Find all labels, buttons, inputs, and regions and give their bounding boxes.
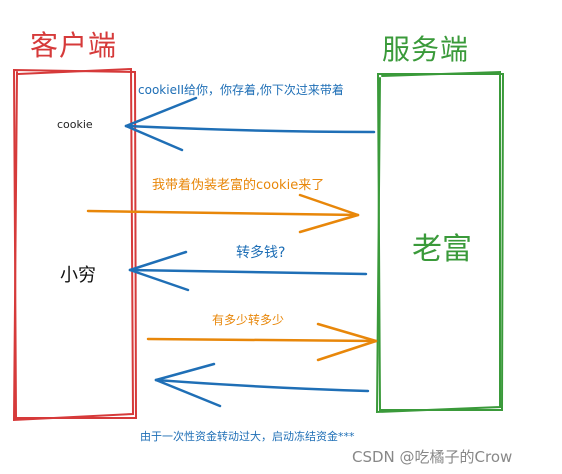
server-box bbox=[375, 70, 505, 414]
watermark: CSDN @吃橘子的Crow bbox=[352, 448, 513, 466]
message-5-label: 由于一次性资金转动过大，启动冻结资金*** bbox=[140, 430, 355, 443]
server-user-label: 老富 bbox=[412, 232, 472, 267]
arrow-2 bbox=[86, 193, 360, 234]
message-4-label: 有多少转多少 bbox=[212, 313, 285, 327]
message-3-label: 转多钱? bbox=[236, 245, 286, 261]
message-1-label: cookieII给你，你存着,你下次过来带着 bbox=[138, 83, 344, 97]
client-title: 客户端 bbox=[30, 29, 118, 62]
arrow-1 bbox=[124, 96, 376, 152]
client-box bbox=[12, 67, 138, 422]
client-user-label: 小穷 bbox=[60, 265, 96, 286]
message-2-label: 我带着伪装老富的cookie来了 bbox=[152, 178, 325, 193]
arrow-5 bbox=[154, 362, 370, 408]
cookie-label: cookie bbox=[57, 118, 93, 131]
arrow-3 bbox=[128, 250, 368, 292]
server-title: 服务端 bbox=[382, 33, 470, 66]
arrow-4 bbox=[146, 322, 378, 362]
